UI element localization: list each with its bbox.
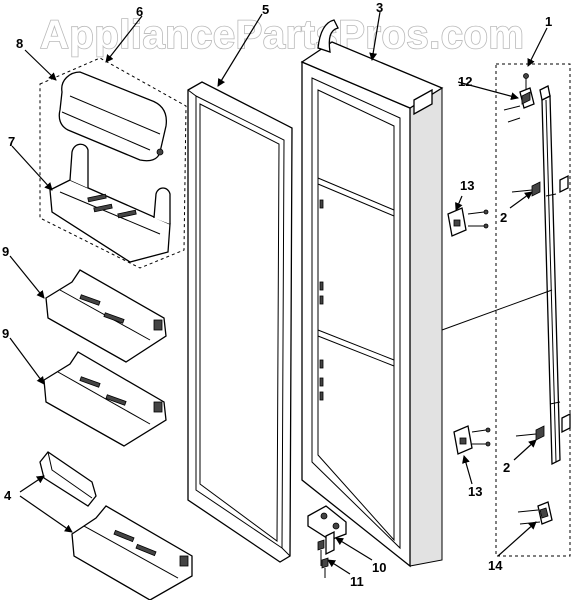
watermark: AppliancePartsPros.com — [40, 13, 525, 57]
handle-top-cap[interactable] — [503, 73, 551, 123]
dairy-bin[interactable] — [49, 143, 171, 263]
handle-screw-upper[interactable] — [511, 174, 569, 197]
callout-7: 7 — [8, 134, 15, 149]
callout-9-lower: 9 — [2, 326, 9, 341]
leader-lines — [9, 11, 548, 575]
callout-1: 1 — [545, 14, 552, 29]
callout-9-upper: 9 — [2, 244, 9, 259]
door-gasket[interactable] — [187, 81, 293, 563]
dairy-group-outline — [39, 57, 187, 269]
lower-hinge[interactable] — [307, 505, 347, 556]
guard-cover[interactable] — [39, 451, 97, 507]
callout-11: 11 — [350, 574, 364, 589]
callout-13-upper: 13 — [460, 178, 474, 193]
callout-3: 3 — [376, 0, 383, 15]
callout-10: 10 — [372, 560, 386, 575]
door-bin-lower[interactable] — [43, 351, 167, 447]
handle-group-outline — [495, 63, 571, 557]
hinge-bracket-upper[interactable] — [447, 207, 489, 237]
door-handle[interactable] — [541, 94, 561, 466]
handle-screw-lower[interactable] — [515, 412, 571, 441]
callout-12: 12 — [458, 74, 472, 89]
hinge-screws[interactable] — [317, 539, 329, 578]
hinge-bracket-lower[interactable] — [453, 425, 491, 455]
door-bin-upper[interactable] — [45, 269, 167, 363]
handle-bottom-cap[interactable] — [517, 501, 553, 525]
callout-4: 4 — [4, 488, 12, 503]
callout-14: 14 — [488, 558, 503, 573]
callout-5: 5 — [262, 2, 269, 17]
callout-6: 6 — [136, 4, 143, 19]
callout-13-lower: 13 — [468, 484, 482, 499]
callout-8: 8 — [16, 36, 23, 51]
callout-2-upper: 2 — [500, 210, 507, 225]
door-assembly[interactable] — [300, 19, 444, 568]
bottom-bin[interactable] — [71, 505, 193, 600]
callout-2-lower: 2 — [503, 460, 510, 475]
dairy-cover[interactable] — [58, 71, 168, 162]
connector-line — [441, 289, 553, 331]
